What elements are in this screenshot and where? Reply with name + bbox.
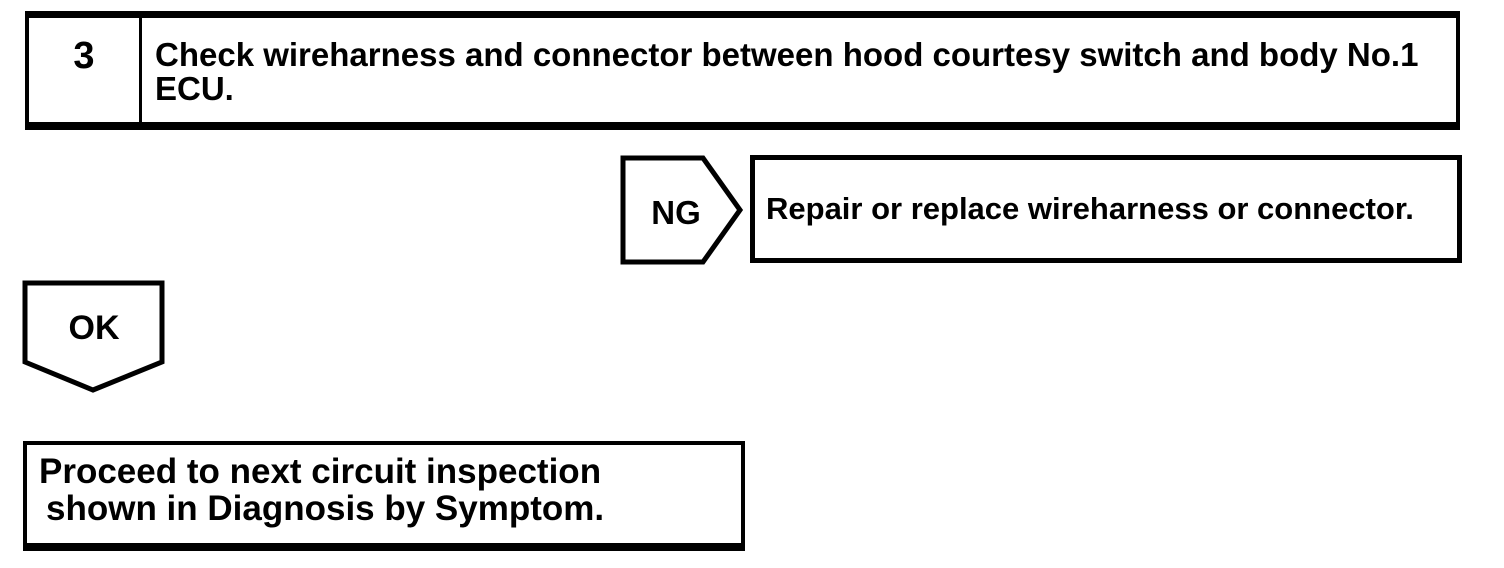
step-instruction-line1: Check wireharness and connector between … — [155, 36, 1419, 73]
ng-label: NG — [651, 194, 701, 231]
ok-pentagon-icon: OK — [22, 280, 165, 393]
ng-action-text: Repair or replace wireharness or connect… — [766, 191, 1414, 226]
ok-action-line1: Proceed to next circuit inspection — [39, 452, 602, 491]
ng-connector: NG — [618, 153, 746, 267]
ng-pentagon-icon: NG — [620, 155, 744, 265]
ng-action-box: Repair or replace wireharness or connect… — [750, 155, 1462, 263]
ok-connector: OK — [20, 278, 168, 396]
step-number: 3 — [73, 35, 95, 77]
ok-action-line2: shown in Diagnosis by Symptom. — [46, 489, 605, 528]
step-instruction: Check wireharness and connector between … — [142, 18, 1456, 122]
step-box: 3 Check wireharness and connector betwee… — [25, 11, 1460, 130]
ok-action-box: Proceed to next circuit inspection shown… — [23, 441, 745, 551]
ok-label: OK — [69, 309, 120, 347]
ng-pentagon-shape — [620, 155, 744, 265]
step-instruction-line2: ECU. — [155, 70, 234, 107]
ok-pentagon-shape — [22, 280, 165, 393]
step-number-cell: 3 — [29, 18, 142, 122]
